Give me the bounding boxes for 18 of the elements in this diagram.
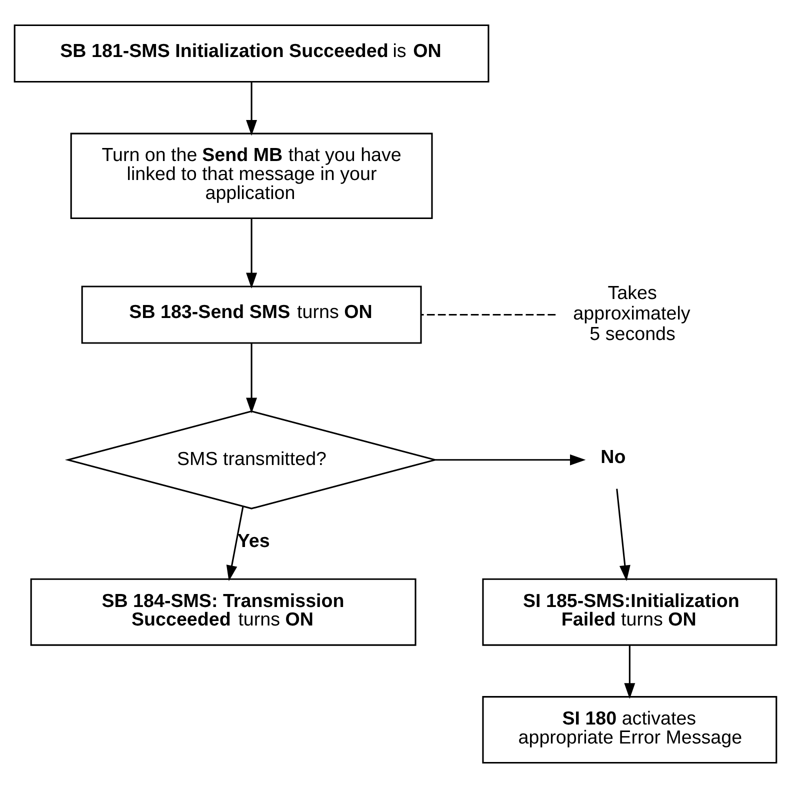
node-box: SB 183-Send SMS turns ON — [81, 285, 422, 344]
arrow — [624, 645, 636, 698]
node-box: Turn on the Send MB that you have linked to that message in your application — [70, 132, 433, 219]
node-text: Takes approximately 5 seconds — [573, 282, 690, 344]
arrow — [226, 506, 244, 581]
arrow — [436, 454, 586, 465]
node-box: SB 181-SMS Initialization Succeeded is ON — [14, 24, 490, 82]
arrow — [246, 342, 258, 413]
arrow — [246, 82, 258, 136]
connector — [421, 313, 556, 316]
arrow — [246, 218, 258, 288]
node-box: SI 185-SMS:Initialization Failed turns ON — [482, 578, 778, 646]
node-diamond: SMS transmitted? — [64, 410, 438, 509]
node-box: SI 180 activates appropriate Error Message — [482, 696, 778, 763]
arrow — [616, 488, 630, 581]
edge-label: Yes — [237, 530, 270, 551]
node-box: SB 184-SMS: Transmission Succeeded turns ON — [30, 578, 416, 646]
node-text: No — [600, 446, 626, 467]
